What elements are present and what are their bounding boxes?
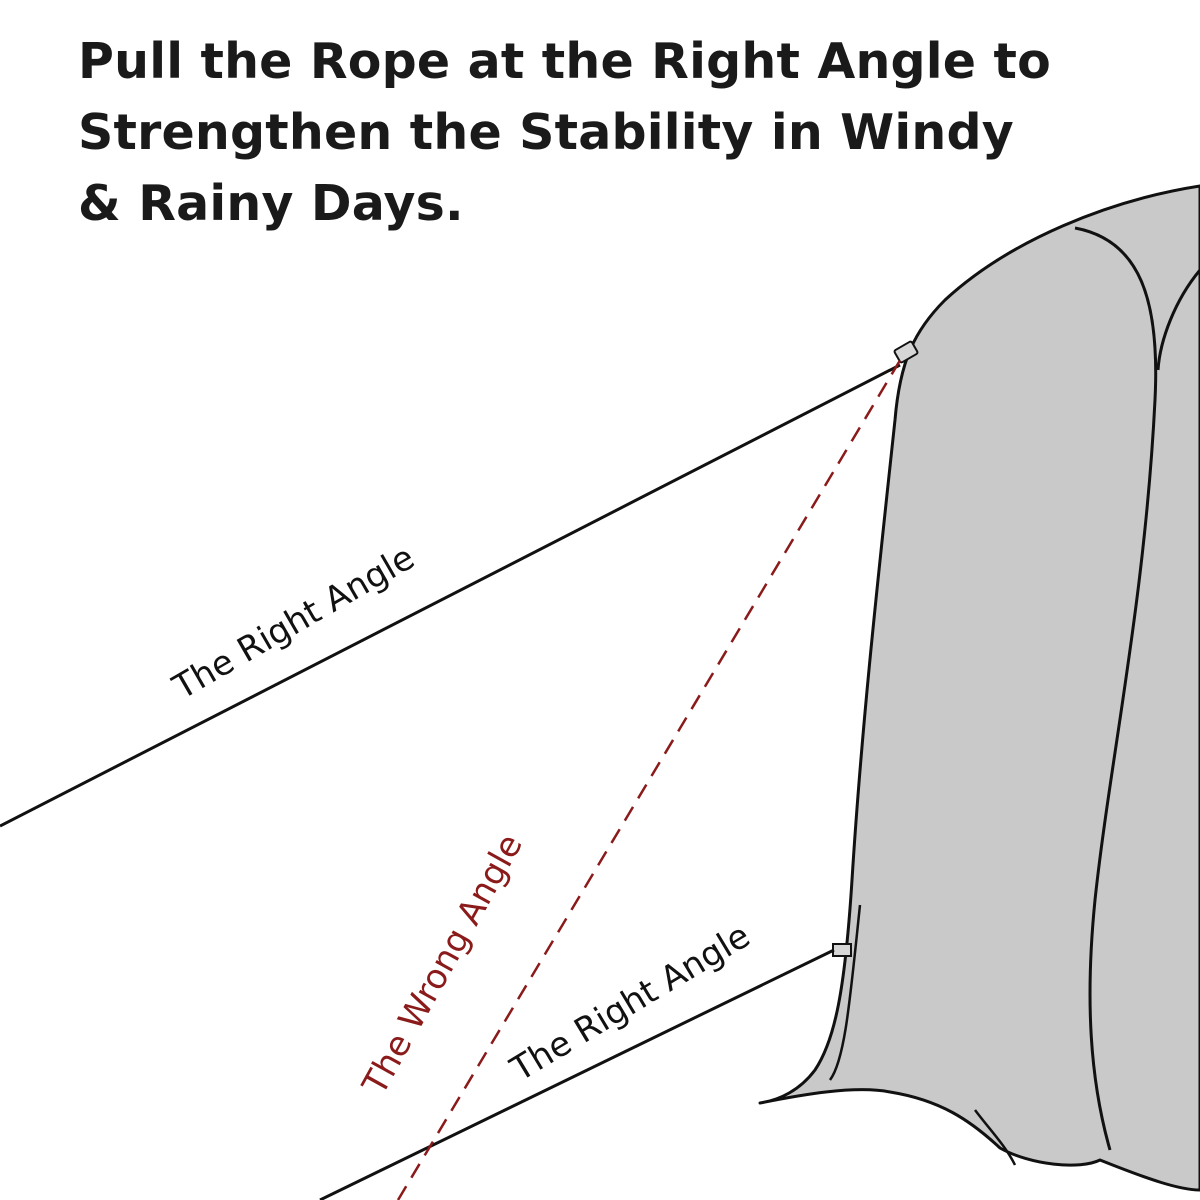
headline-line-2: Strengthen the Stability in Windy xyxy=(78,104,1014,161)
lower-guy-loop xyxy=(832,943,852,957)
upper-right-angle-rope xyxy=(0,363,901,828)
tent xyxy=(758,184,1200,1192)
upper-rope-label: The Right Angle xyxy=(166,538,422,709)
headline-line-1: Pull the Rope at the Right Angle to xyxy=(78,33,1051,90)
upper-guy-loop xyxy=(893,340,919,364)
wrong-angle-label: The Wrong Angle xyxy=(354,828,530,1103)
tent-outer-shell xyxy=(758,184,1200,1192)
wrong-angle-dashed-rope xyxy=(396,351,907,1200)
tent-second-panel xyxy=(1156,269,1200,371)
lower-rope-label: The Right Angle xyxy=(503,916,757,1090)
tent-left-skirt xyxy=(828,904,862,1081)
tent-panel-seam xyxy=(1074,226,1158,1151)
headline-line-3: & Rainy Days. xyxy=(78,175,464,232)
lower-right-angle-rope xyxy=(319,948,835,1200)
headline: Pull the Rope at the Right Angle to Stre… xyxy=(78,26,1138,239)
tent-bottom-seam xyxy=(974,1109,1017,1166)
